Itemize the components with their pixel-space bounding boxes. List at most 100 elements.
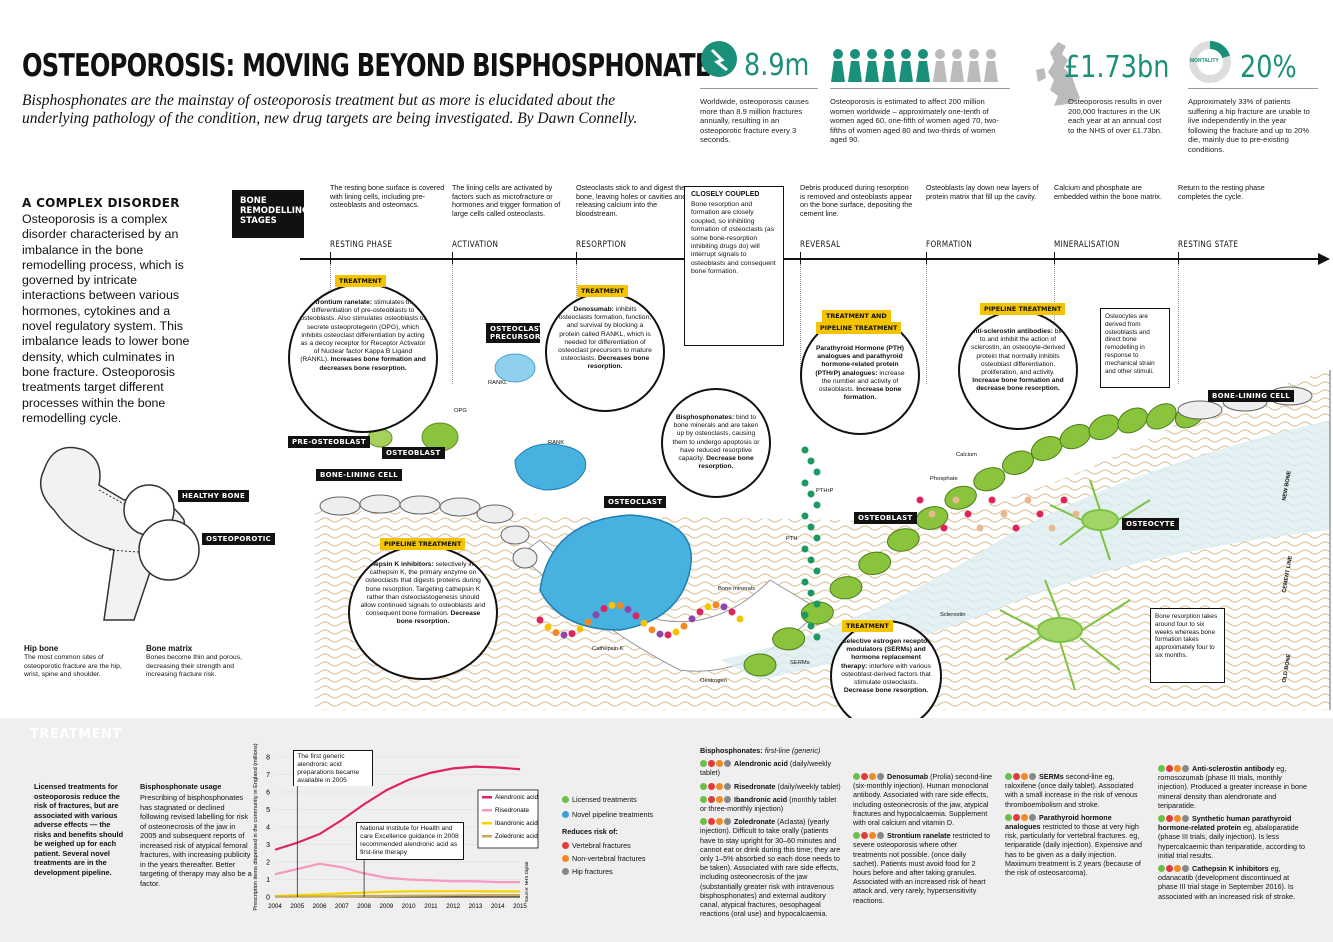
hip-icon (562, 868, 569, 876)
drug-entry: Risedronate (daily/weekly tablet) (700, 782, 842, 791)
drug-entry: Anti-sclerostin antibody eg, romosozumab… (1158, 764, 1308, 810)
healthy-bone-label: HEALTHY BONE (178, 490, 250, 502)
serms-label: SERMs (790, 660, 810, 666)
callout-text: bind to bone minerals and are taken up b… (672, 414, 760, 463)
drug-icons (853, 831, 885, 840)
series-line (274, 765, 521, 851)
annotation-1: The first generic alendronic acid prepar… (293, 750, 374, 786)
drug-icon (1158, 815, 1165, 823)
key-vertebral: Vertebral fractures (562, 841, 654, 850)
drug-icons (1158, 764, 1190, 773)
drug-icon (1005, 813, 1012, 821)
molecule-dot (568, 630, 576, 638)
phase-guide (1178, 264, 1179, 384)
molecule-dot (600, 605, 608, 613)
licensed-icon (562, 796, 569, 803)
drug-entry: Ibandronic acid (monthly tablet or three… (700, 795, 842, 813)
woman-figure (831, 49, 845, 82)
woman-figure (882, 49, 896, 82)
pthrp-label: PTHrP (816, 488, 834, 494)
timing-info-box: Bone resorption takes around four to six… (1150, 608, 1225, 683)
woman-figure (950, 49, 964, 82)
phase-tick (1054, 252, 1055, 264)
key-reduces: Reduces risk of: (562, 827, 618, 837)
osteocyte-label: OSTEOCYTE (1122, 518, 1179, 530)
phase-name: MINERALISATION (1054, 240, 1120, 250)
bisphosphonate-molecules (536, 496, 1080, 639)
molecule-dot (584, 618, 592, 626)
phase-tick (330, 252, 331, 264)
drug-icons (700, 795, 732, 804)
woman-figure (865, 49, 879, 82)
drug-name: Parathyroid hormone analogues (1005, 812, 1112, 832)
mineral-dot (1060, 496, 1068, 504)
phase-5: Osteoblasts lay down new layers of prote… (926, 183, 1041, 250)
drugs-col1: Bisphosphonates: first-line (generic) Al… (700, 746, 842, 918)
osteoporotic-label: OSTEOPOROTIC (202, 533, 276, 545)
molecule-dot (656, 630, 664, 638)
molecule-dot (560, 631, 568, 639)
vertebral-icon (562, 841, 569, 849)
molecule-dot (736, 615, 744, 623)
stat-text: Approximately 33% of patients suffering … (1188, 97, 1310, 154)
y-tick-label: 3 (266, 842, 270, 849)
callout-bold: Decrease bone resorption. (698, 455, 754, 471)
molecule-dot (704, 603, 712, 611)
legend-label: Ibandronic acid (495, 820, 538, 827)
x-tick-label: 2006 (313, 903, 327, 910)
timeline-label: BONE REMODELLING STAGES (232, 190, 309, 238)
rankl-label: RANKL (488, 380, 508, 386)
callout-text: bind to and inhibit the action of sclero… (970, 328, 1068, 377)
calcium-label: Calcium (956, 452, 977, 458)
drug-name: Denosumab (887, 772, 929, 781)
hip-title: Hip bone (24, 644, 59, 653)
drug-icons (700, 817, 732, 826)
drug-icon (700, 795, 707, 803)
drug-text: (Prolia) second-line (six-monthly inject… (853, 772, 993, 828)
drug-icon (1021, 813, 1028, 821)
drug-entry: Denosumab (Prolia) second-line (six-mont… (853, 772, 993, 827)
pth-dot (807, 457, 815, 465)
drug-text: (daily/weekly tablet) (700, 759, 832, 778)
strontium-callout: Strontium ranelate: stimulates the diffe… (288, 283, 438, 433)
phase-tick (576, 252, 577, 264)
y-tick-label: 5 (266, 807, 270, 814)
x-tick-label: 2005 (290, 903, 304, 910)
molecule-dot (688, 615, 696, 623)
molecule-dot (712, 601, 720, 609)
molecule-dot (664, 631, 672, 639)
pth-dot (801, 512, 809, 520)
pth-dot (813, 633, 821, 641)
mineral-dot (916, 496, 924, 504)
pth-dot (801, 578, 809, 586)
drug-name: Synthetic human parathyroid hormone-rela… (1158, 814, 1292, 833)
osteoblast (858, 551, 892, 575)
callout-title: Bisphosphonates: (675, 414, 735, 421)
drug-icon (861, 832, 868, 840)
nonvertebral-icon (562, 854, 569, 862)
phase-name: RESORPTION (576, 240, 627, 250)
pth-dot (807, 523, 815, 531)
drug-name: Risedronate (734, 781, 776, 791)
intro-text: Bisphosphonates are the mainstay of oste… (22, 92, 638, 127)
stat-text: Worldwide, osteoporosis causes more than… (700, 97, 809, 145)
small-osteoclast-cell (514, 443, 587, 491)
drug-icon (861, 773, 868, 780)
osteoclast-precursor-cell (494, 353, 536, 383)
sclerostin-tag: PIPELINE TREATMENT (980, 303, 1066, 315)
drug-icon (1174, 865, 1181, 873)
drug-icon (1013, 813, 1020, 821)
bis-head: Bisphosphonates: (700, 746, 763, 755)
drug-icons (1158, 864, 1190, 873)
closely-coupled-box: CLOSELY COUPLED Bone resorption and form… (684, 186, 784, 346)
osteoclast-label: OSTEOCLAST (604, 496, 667, 508)
hip-bone-illustration (39, 446, 200, 621)
drug-icon (869, 773, 876, 780)
callout-bold: Decreases bone resorption. (587, 355, 650, 371)
legend-swatch (482, 835, 492, 838)
drug-icon (1166, 765, 1173, 772)
pth-molecules (801, 446, 821, 641)
key-licensed: Licensed treatments (562, 795, 654, 804)
pth-dot (813, 600, 821, 608)
osteoblast (829, 576, 863, 600)
